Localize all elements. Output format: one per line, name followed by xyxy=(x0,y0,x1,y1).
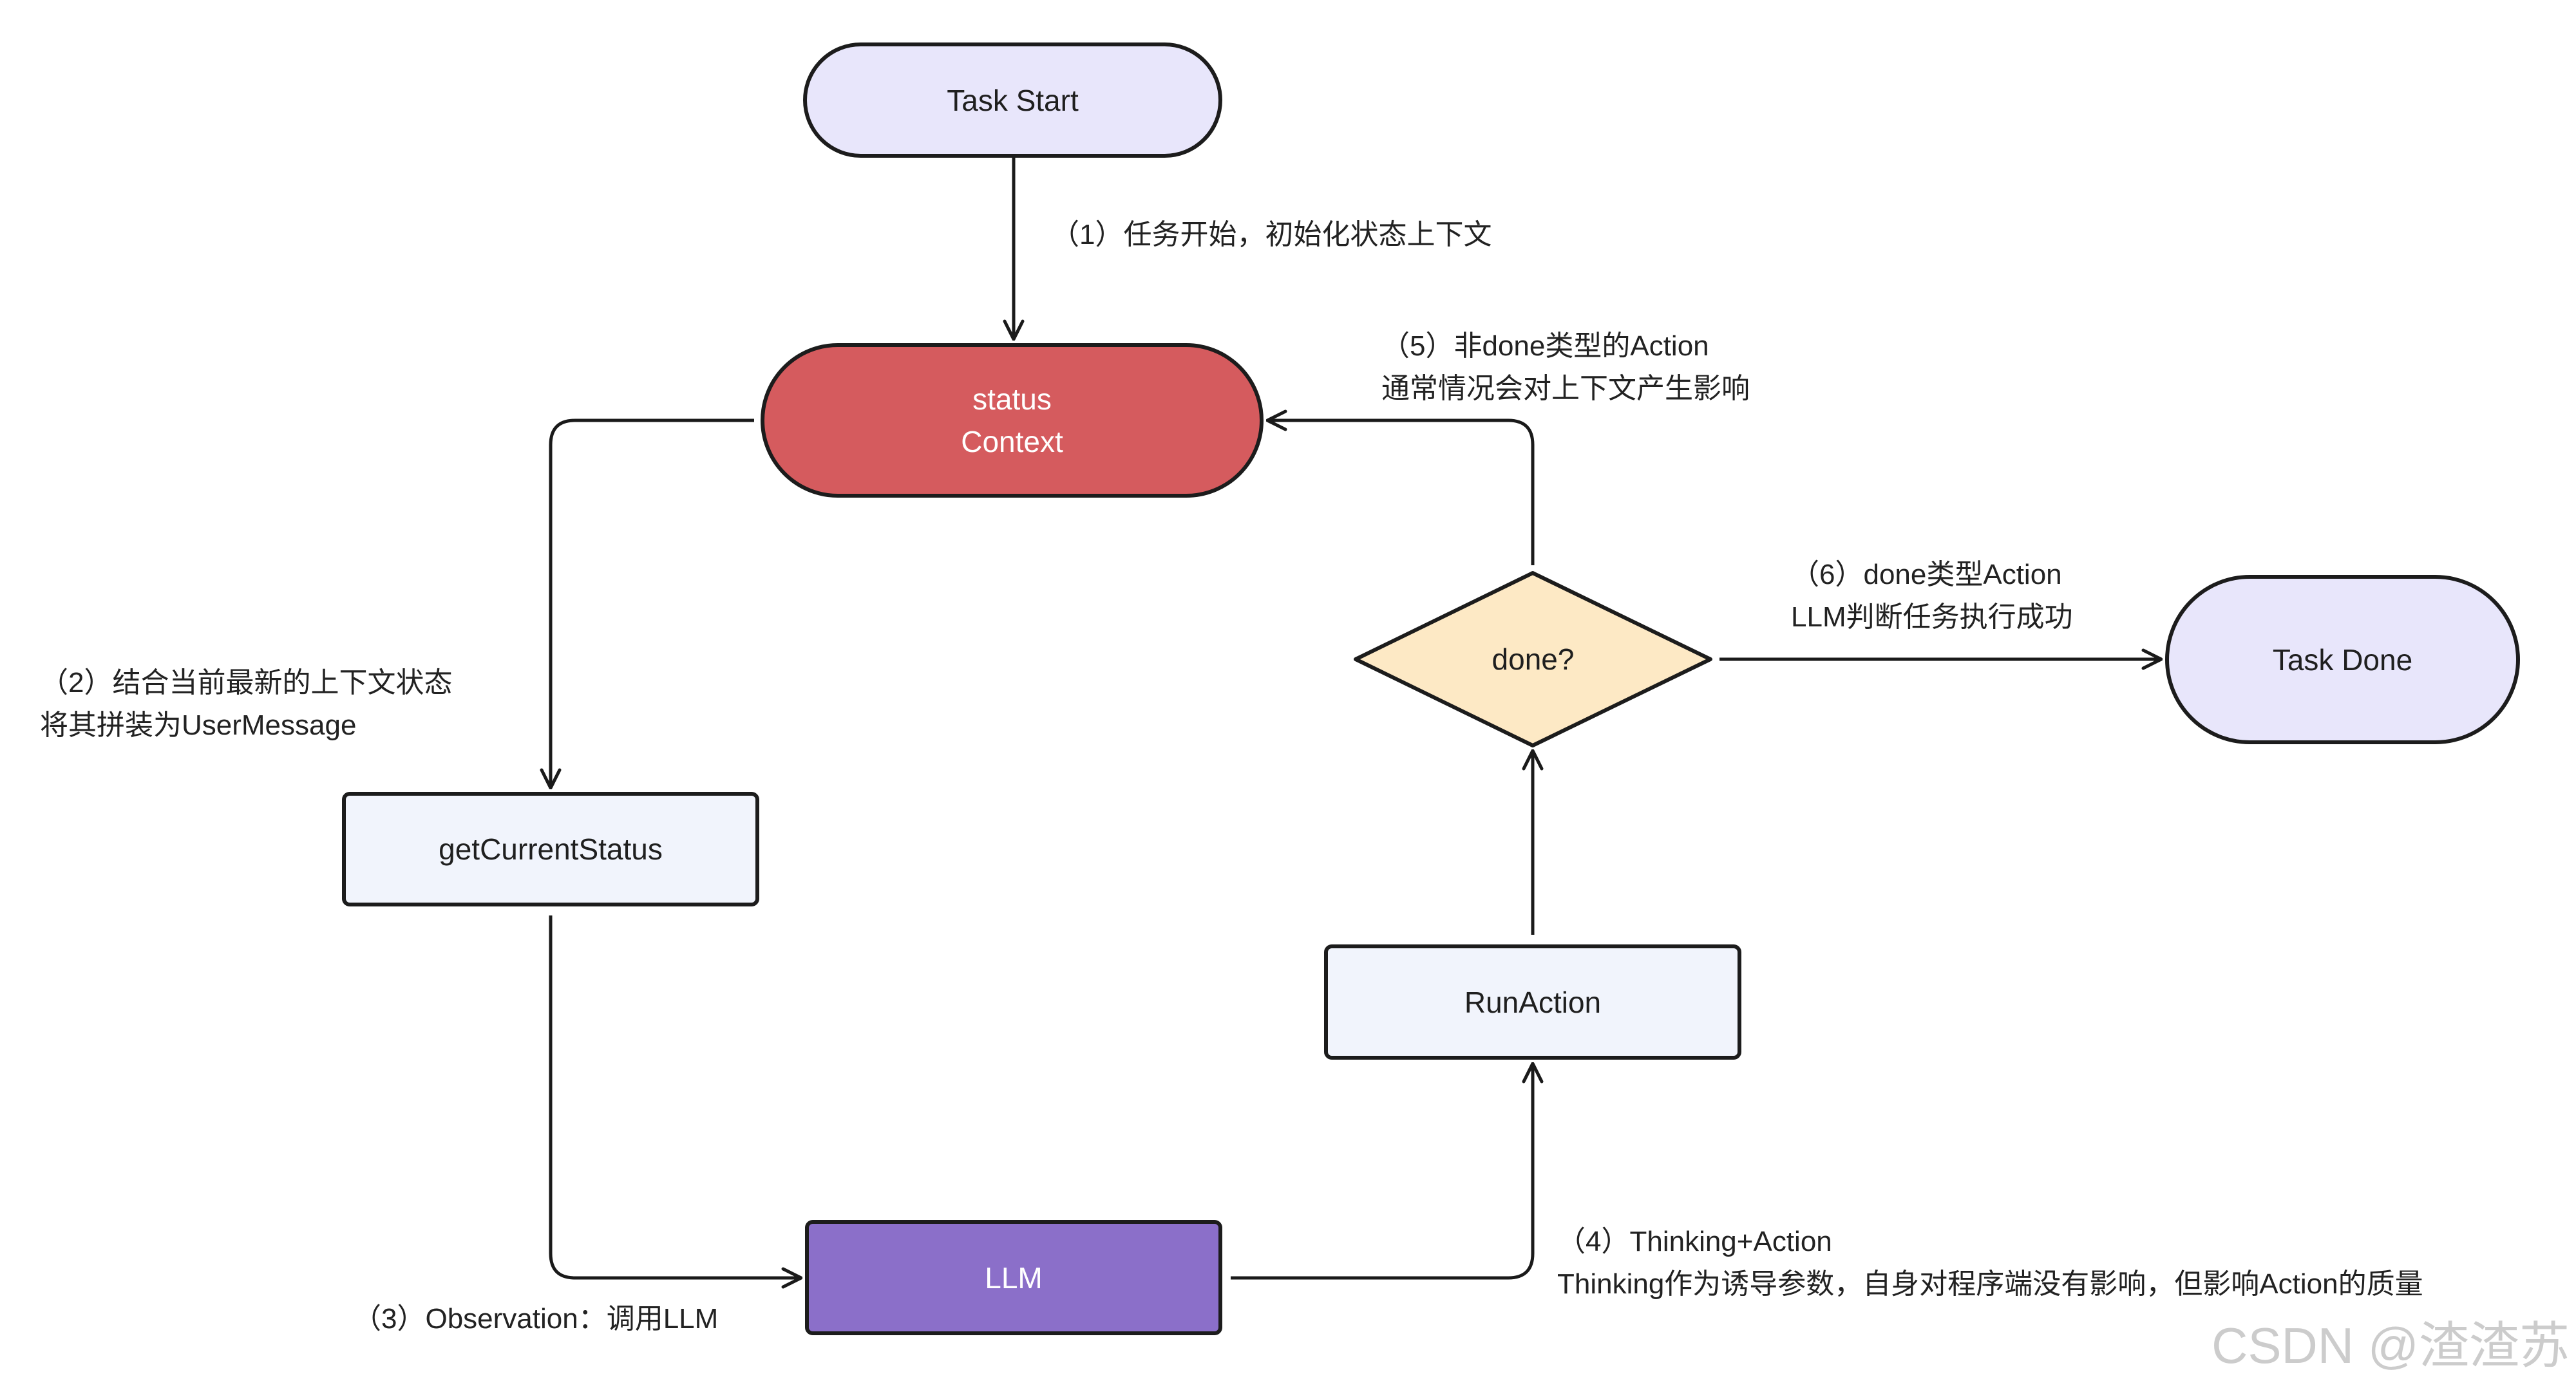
task-done-label: Task Done xyxy=(2272,642,2413,677)
annotation-step3: （3）Observation：调用LLM xyxy=(353,1298,718,1340)
run-action-node: RunAction xyxy=(1324,944,1741,1060)
annotation-step2: （2）结合当前最新的上下文状态 将其拼装为UserMessage xyxy=(40,662,452,747)
task-start-node: Task Start xyxy=(803,42,1222,158)
annotation-step1-line1: （1）任务开始，初始化状态上下文 xyxy=(1051,219,1492,250)
annotation-step4-line2: Thinking作为诱导参数，自身对程序端没有影响，但影响Action的质量 xyxy=(1557,1268,2423,1300)
annotation-step6: （6）done类型Action LLM判断任务执行成功 xyxy=(1791,554,2073,639)
done-decision-node xyxy=(1354,571,1712,747)
edge-done-to-status xyxy=(1267,420,1535,565)
annotation-step5-line1: （5）非done类型的Action xyxy=(1381,330,1709,362)
get-current-status-label: getCurrentStatus xyxy=(439,832,663,866)
annotation-step4: （4）Thinking+Action Thinking作为诱导参数，自身对程序端… xyxy=(1557,1221,2423,1306)
status-context-node: status Context xyxy=(761,343,1264,498)
annotation-step2-line1: （2）结合当前最新的上下文状态 xyxy=(40,667,453,699)
watermark: CSDN @渣渣苏 xyxy=(2211,1317,2570,1374)
annotation-step1: （1）任务开始，初始化状态上下文 xyxy=(1051,214,1492,256)
edge-getcurrentstatus-to-llm xyxy=(549,915,801,1278)
get-current-status-node: getCurrentStatus xyxy=(342,792,759,906)
annotation-step5: （5）非done类型的Action 通常情况会对上下文产生影响 xyxy=(1381,325,1750,410)
status-context-label-line2: Context xyxy=(961,425,1063,458)
annotation-step6-line2: LLM判断任务执行成功 xyxy=(1791,601,2073,633)
status-context-label-line1: status xyxy=(972,382,1052,416)
annotation-step4-line1: （4）Thinking+Action xyxy=(1557,1226,1832,1257)
task-start-label: Task Start xyxy=(947,83,1079,117)
task-done-node: Task Done xyxy=(2165,575,2520,744)
annotation-step5-line2: 通常情况会对上下文产生影响 xyxy=(1381,373,1750,404)
done-decision-label: done? xyxy=(1492,642,1575,676)
annotation-step3-line1: （3）Observation：调用LLM xyxy=(353,1303,719,1335)
annotation-step6-line1: （6）done类型Action xyxy=(1791,559,2062,590)
llm-label: LLM xyxy=(985,1261,1043,1295)
edge-status-to-getcurrentstatus xyxy=(551,418,754,788)
run-action-label: RunAction xyxy=(1464,985,1602,1019)
edge-llm-to-runaction xyxy=(1231,1064,1533,1280)
llm-node: LLM xyxy=(805,1220,1222,1335)
annotation-step2-line2: 将其拼装为UserMessage xyxy=(40,709,357,741)
